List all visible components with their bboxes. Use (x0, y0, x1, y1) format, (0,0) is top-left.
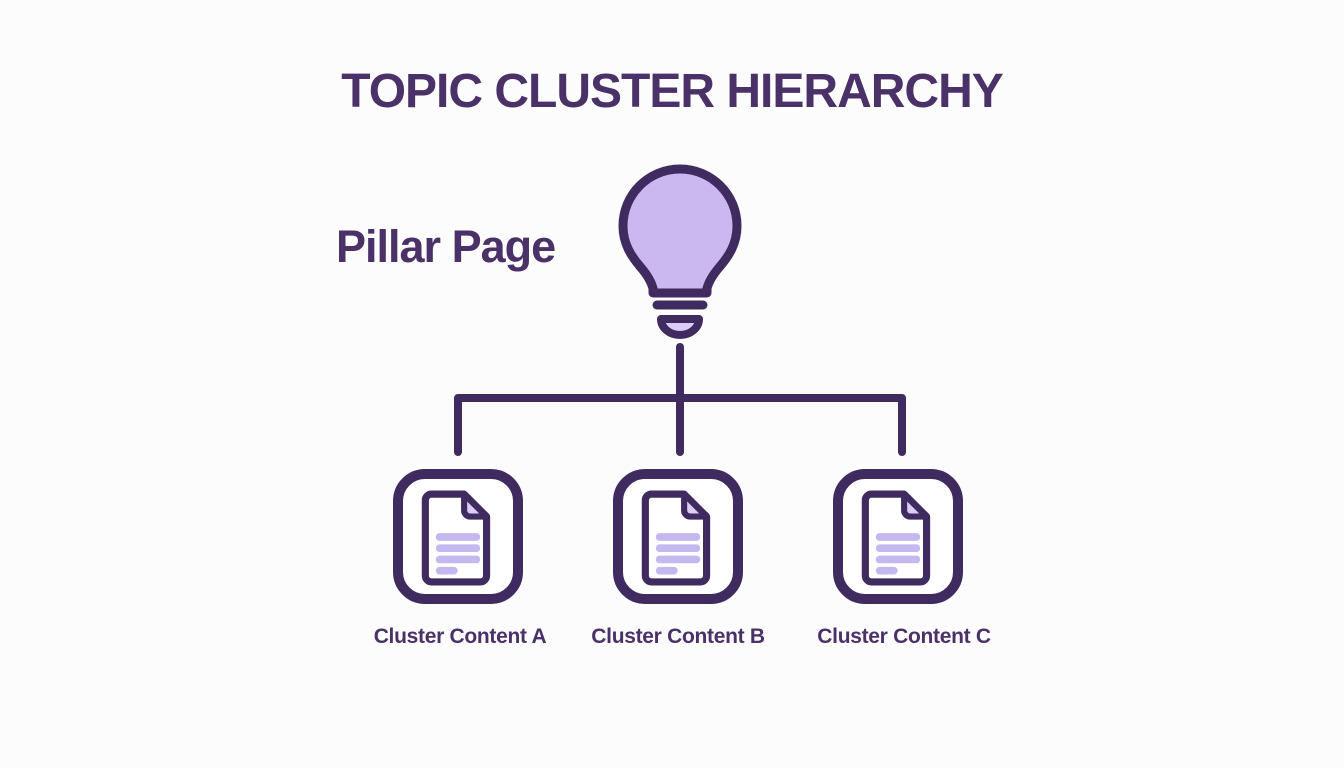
lightbulb-glass (618, 164, 742, 298)
diagram-title: TOPIC CLUSTER HIERARCHY (341, 65, 1004, 118)
lightbulb-base-socket (657, 315, 703, 339)
cluster-label-b: Cluster Content B (591, 625, 765, 648)
document-fold (681, 490, 710, 520)
cluster-label-a: Cluster Content A (373, 625, 547, 648)
document-icon (641, 490, 711, 585)
cluster-label-c: Cluster Content C (817, 625, 991, 648)
document-icon (861, 490, 931, 585)
document-fold (461, 490, 490, 520)
document-fold (901, 490, 930, 520)
document-icon (421, 490, 491, 585)
cluster-box-c (833, 469, 963, 604)
cluster-box-b (613, 469, 743, 604)
lightbulb-icon (618, 164, 742, 339)
cluster-box-a (393, 469, 523, 604)
tree-connector-lines (454, 343, 906, 456)
pillar-page-label: Pillar Page (336, 221, 556, 272)
